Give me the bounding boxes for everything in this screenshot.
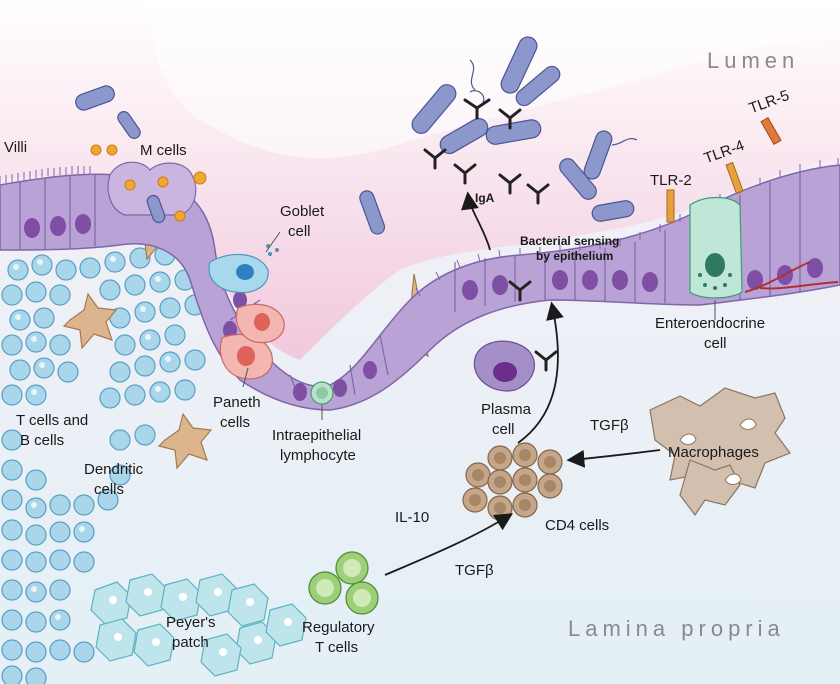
tlr-2-label: TLR-2: [650, 172, 692, 189]
enteroendocrine-cell: [689, 196, 839, 299]
goblet-cell: [208, 244, 279, 294]
dendritic-label-line1: Dendritic: [84, 461, 144, 478]
bacterial-sensing-line1: Bacterial sensing: [520, 234, 619, 248]
dendritic-label-line2: cells: [94, 481, 124, 498]
cd4-to-epithelium-arrow: [517, 301, 564, 444]
paneth-label-line2: cells: [220, 414, 250, 431]
peyers-patch: [90, 573, 307, 677]
t-and-b-cell-cluster: [1, 244, 206, 684]
goblet-label-line1: Goblet: [280, 203, 325, 220]
tgfb-label-treg: TGFβ: [455, 562, 494, 579]
plasma-label-line2: cell: [492, 421, 515, 438]
macrophages: [649, 387, 791, 517]
plasma-label-line1: Plasma: [481, 401, 532, 418]
macrophages-label: Macrophages: [668, 444, 759, 461]
intraepithelial-lymphocyte: [310, 381, 334, 405]
il10-label: IL-10: [395, 509, 429, 526]
cd4-label: CD4 cells: [545, 517, 609, 534]
lamina-propria-label: Lamina propria: [568, 616, 785, 641]
lumen-highlight: [150, 0, 840, 159]
iel-label-line2: lymphocyte: [280, 447, 356, 464]
goblet-leader: [265, 231, 281, 253]
regulatory-label-line2: T cells: [315, 639, 358, 656]
tlr-2-receptor: [666, 189, 675, 223]
t-b-cells-label-line2: B cells: [20, 432, 64, 449]
iel-label-line1: Intraepithelial: [272, 427, 361, 444]
plasma-cell: [473, 340, 536, 392]
epithelium: [0, 158, 840, 411]
goblet-label-line2: cell: [288, 223, 311, 240]
peyers-patch-label-line2: patch: [172, 634, 209, 651]
paneth-cells: [219, 303, 285, 380]
iga-label: IgA: [475, 191, 495, 205]
bacterial-sensing-line2: by epithelium: [536, 249, 613, 263]
enteroendocrine-label-line1: Enteroendocrine: [655, 315, 765, 332]
m-cells-label: M cells: [140, 142, 187, 159]
m-cell-pocket: [90, 144, 207, 222]
peyers-patch-label-line1: Peyer's: [166, 614, 216, 631]
paneth-leader: [242, 367, 249, 388]
villi-label: Villi: [4, 139, 27, 156]
paneth-label-line1: Paneth: [213, 394, 261, 411]
iga-secretion-arrow: [460, 191, 491, 251]
tlr-5-receptor: [760, 117, 782, 145]
lumen-label: Lumen: [707, 48, 799, 73]
lumen-bacteria: [75, 36, 635, 235]
tgfb-label-macrophage: TGFβ: [590, 417, 629, 434]
iga-antibodies: [423, 98, 558, 372]
enteroendocrine-label-line2: cell: [704, 335, 727, 352]
t-b-cells-label-line1: T cells and: [16, 412, 88, 429]
macrophage-to-cd4-arrow: [566, 449, 661, 468]
tlr-4-receptor: [725, 161, 744, 194]
tlr-receptors: [666, 117, 782, 223]
regulatory-label-line1: Regulatory: [302, 619, 375, 636]
treg-to-cd4-arrow: [384, 513, 514, 576]
